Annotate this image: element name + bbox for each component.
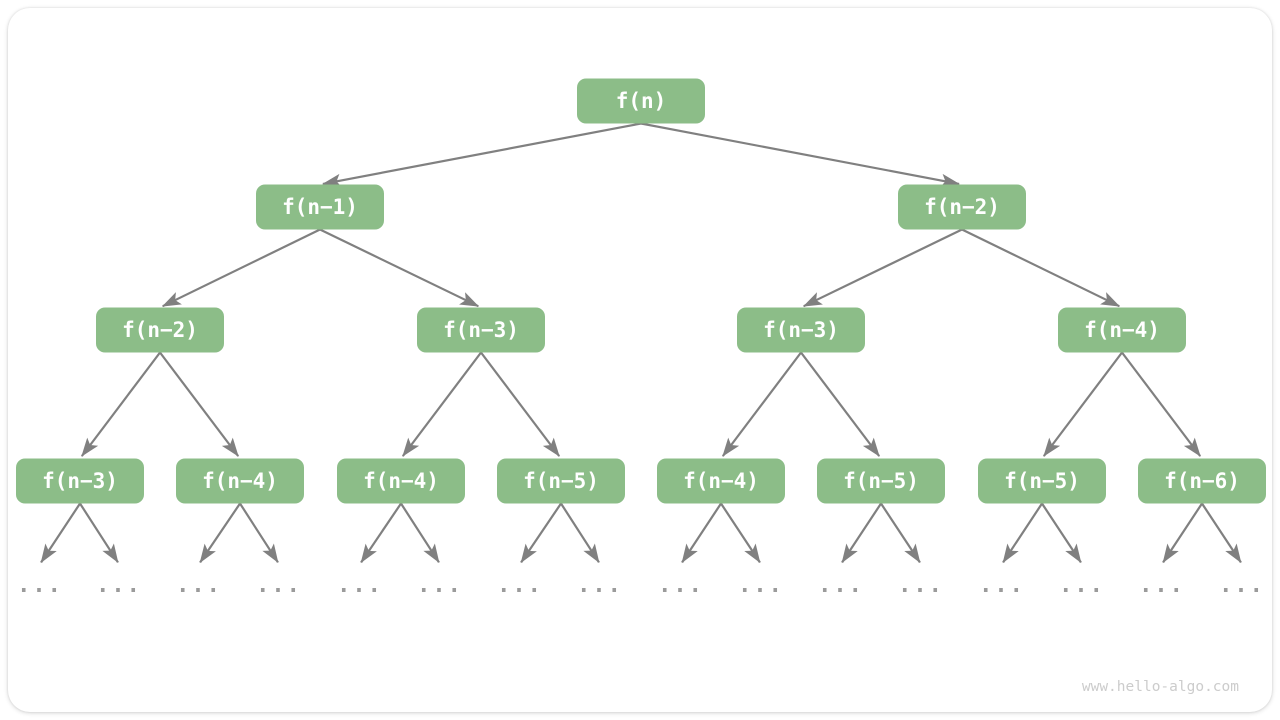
node-box [16,458,144,504]
tree-node-fn-3[interactable]: f(n−3) [737,307,865,353]
leaf-edge-n14-14 [1162,502,1203,564]
node-label: f(n−5) [523,469,599,493]
tree-edge-n3-to-n7 [80,351,161,457]
tree-node-fn[interactable]: f(n) [577,78,705,124]
ellipsis-layer: ........................................… [17,573,1265,598]
node-box [1058,307,1186,353]
node-label: f(n−2) [122,318,198,342]
tree-node-fn-4[interactable]: f(n−4) [657,458,785,504]
leaf-edge-n10-6 [520,502,562,564]
ellipsis-8: ... [658,573,704,598]
node-label: f(n−2) [924,195,1000,219]
tree-node-fn-4[interactable]: f(n−4) [337,458,465,504]
leaf-edge-n9-5 [400,502,440,564]
node-label: f(n−5) [1004,469,1080,493]
leaf-edge-n12-11 [880,502,921,564]
ellipsis-6: ... [497,573,543,598]
ellipsis-4: ... [337,573,383,598]
node-label: f(n−6) [1164,469,1240,493]
ellipsis-15: ... [1219,573,1265,598]
ellipsis-13: ... [1059,573,1105,598]
tree-edge-n5-to-n11 [721,351,802,457]
node-label: f(n−5) [843,469,919,493]
tree-node-fn-2[interactable]: f(n−2) [898,184,1026,230]
leaf-edge-n11-9 [720,502,761,564]
leaf-edge-n13-12 [1002,502,1043,564]
node-box [1138,458,1266,504]
node-box [497,458,625,504]
tree-node-fn-4[interactable]: f(n−4) [176,458,304,504]
leaf-edge-n8-2 [199,502,241,564]
node-label: f(n−4) [683,469,759,493]
ellipsis-5: ... [417,573,463,598]
node-label: f(n−3) [42,469,118,493]
node-label: f(n−4) [1084,318,1160,342]
ellipsis-11: ... [898,573,944,598]
tree-edge-n6-to-n13 [1042,351,1123,457]
ellipsis-2: ... [176,573,222,598]
ellipsis-10: ... [818,573,864,598]
leaf-edge-n12-10 [841,502,882,564]
nodes-layer: f(n) f(n−1) f(n−2) f(n−2) f(n−3) f(n−3) f(n−4)… [16,78,1266,504]
tree-edge-n5-to-n12 [800,351,881,457]
node-box [737,307,865,353]
tree-edge-n1-to-n3 [161,228,321,308]
leaf-edge-n8-3 [239,502,279,564]
tree-node-fn-3[interactable]: f(n−3) [16,458,144,504]
node-box [898,184,1026,230]
tree-edge-n1-to-n4 [319,228,480,308]
node-label: f(n−3) [443,318,519,342]
tree-edge-n0-to-n2 [640,122,960,188]
node-label: f(n−4) [202,469,278,493]
leaf-edge-n10-7 [560,502,600,564]
node-box [256,184,384,230]
tree-node-fn-5[interactable]: f(n−5) [497,458,625,504]
tree-node-fn-5[interactable]: f(n−5) [978,458,1106,504]
node-box [176,458,304,504]
tree-edge-n4-to-n10 [480,351,561,457]
ellipsis-3: ... [256,573,302,598]
ellipsis-14: ... [1139,573,1185,598]
ellipsis-0: ... [17,573,63,598]
node-box [417,307,545,353]
ellipsis-1: ... [96,573,142,598]
leaf-edge-n7-0 [40,502,81,564]
node-box [978,458,1106,504]
tree-node-fn-6[interactable]: f(n−6) [1138,458,1266,504]
tree-node-fn-2[interactable]: f(n−2) [96,307,224,353]
leaf-edge-n11-8 [681,502,722,564]
tree-edge-n4-to-n9 [401,351,482,457]
node-label: f(n−3) [763,318,839,342]
node-label: f(n−1) [282,195,358,219]
ellipsis-12: ... [979,573,1025,598]
recursion-tree-diagram: f(n) f(n−1) f(n−2) f(n−2) f(n−3) f(n−3) f(n−4)… [16,78,1266,695]
node-box [337,458,465,504]
ellipsis-7: ... [577,573,623,598]
leaf-edge-n13-13 [1041,502,1082,564]
tree-node-fn-3[interactable]: f(n−3) [417,307,545,353]
leaf-edge-n9-4 [360,502,402,564]
tree-edge-n2-to-n5 [802,228,963,308]
tree-node-fn-4[interactable]: f(n−4) [1058,307,1186,353]
node-box [577,78,705,124]
watermark-label: www.hello-algo.com [1082,679,1239,695]
node-box [96,307,224,353]
tree-node-fn-5[interactable]: f(n−5) [817,458,945,504]
tree-edge-n2-to-n6 [961,228,1121,308]
leaf-edge-n14-15 [1201,502,1242,564]
node-box [657,458,785,504]
node-box [817,458,945,504]
edges-layer [40,122,1242,564]
node-label: f(n) [616,89,667,113]
figure-card: f(n) f(n−1) f(n−2) f(n−2) f(n−3) f(n−3) f(n−4)… [8,8,1272,712]
tree-edge-n6-to-n14 [1121,351,1202,457]
tree-node-fn-1[interactable]: f(n−1) [256,184,384,230]
leaf-edge-n7-1 [79,502,119,564]
tree-edge-n0-to-n1 [322,122,642,188]
tree-edge-n3-to-n8 [159,351,240,457]
node-label: f(n−4) [363,469,439,493]
ellipsis-9: ... [738,573,784,598]
